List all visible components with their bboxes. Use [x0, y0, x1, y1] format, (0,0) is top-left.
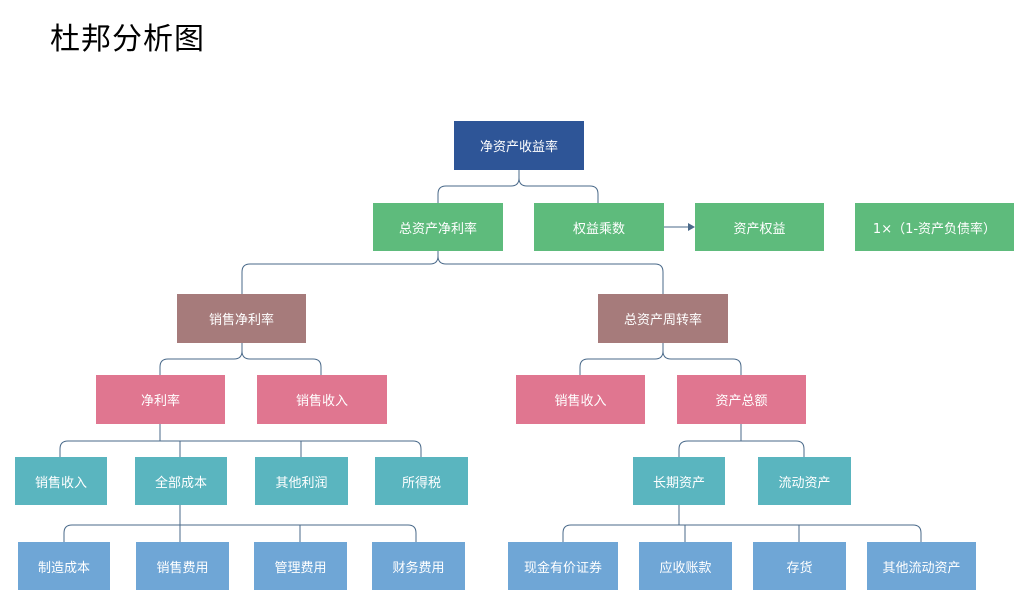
node-total-cost: 全部成本 [135, 457, 227, 505]
connector-ta-children [678, 424, 805, 457]
page-title: 杜邦分析图 [50, 22, 205, 57]
node-long-term-assets: 长期资产 [633, 457, 725, 505]
node-other-profit: 其他利润 [255, 457, 348, 505]
node-finance-expense: 财务费用 [372, 542, 465, 590]
connector-roa-nm [241, 251, 439, 294]
connector-lta-children [562, 505, 922, 542]
node-roa: 总资产净利率 [373, 203, 503, 251]
node-selling-expense: 销售费用 [136, 542, 229, 590]
node-asset-turnover: 总资产周转率 [598, 294, 728, 343]
connector-tc-children [63, 505, 417, 542]
connector-nm-np [159, 343, 243, 375]
node-receivables: 应收账款 [639, 542, 732, 590]
node-equity-multiplier: 权益乘数 [534, 203, 664, 251]
connector-at-ta [662, 350, 742, 375]
node-roe: 净资产收益率 [454, 121, 584, 170]
connector-roa-at [437, 255, 664, 294]
node-income-tax: 所得税 [375, 457, 468, 505]
connector-roe-em [518, 177, 599, 203]
node-total-assets: 资产总额 [677, 375, 806, 424]
node-sales-revenue-c: 销售收入 [15, 457, 107, 505]
node-inventory: 存货 [753, 542, 846, 590]
node-net-margin: 销售净利率 [177, 294, 306, 343]
connector-nm-sr [241, 350, 322, 375]
node-admin-expense: 管理费用 [254, 542, 347, 590]
connector-np-children [59, 424, 422, 457]
connector-at-sr [579, 343, 664, 375]
connector-roe-roa [437, 170, 520, 203]
node-sales-revenue-a: 销售收入 [257, 375, 387, 424]
node-cash-securities: 现金有价证券 [508, 542, 618, 590]
node-other-current-assets: 其他流动资产 [867, 542, 976, 590]
node-equity: 资产权益 [695, 203, 824, 251]
node-net-profit: 净利率 [96, 375, 225, 424]
node-manufacturing-cost: 制造成本 [18, 542, 110, 590]
node-sales-revenue-b: 销售收入 [516, 375, 645, 424]
arrowhead-icon [688, 223, 695, 231]
node-current-assets: 流动资产 [758, 457, 851, 505]
node-equity-formula: 1×（1-资产负债率） [855, 203, 1014, 251]
